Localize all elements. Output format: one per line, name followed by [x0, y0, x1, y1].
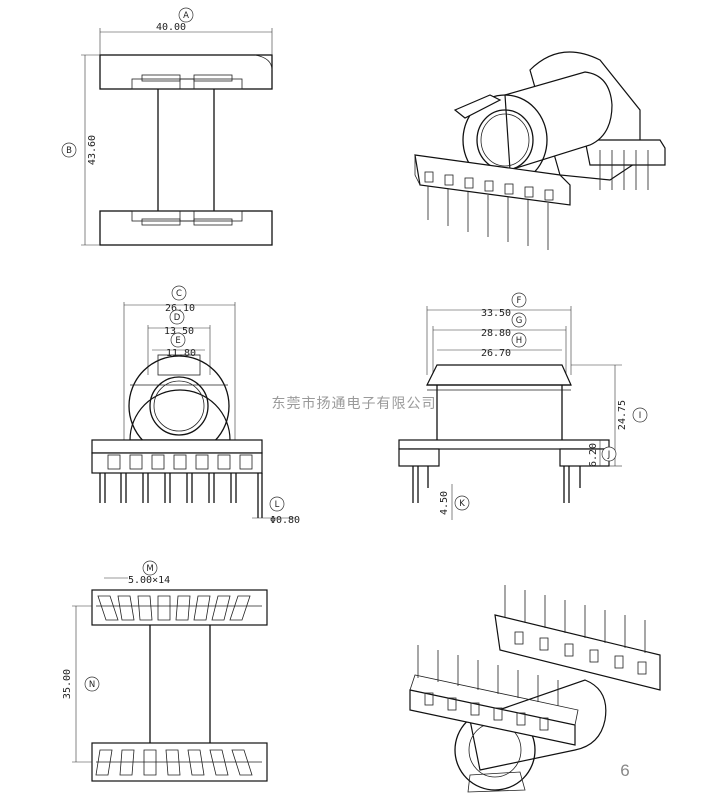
- bottom-slot-tab-right: [193, 218, 233, 226]
- dim-m-value: 5.00×14: [128, 575, 170, 586]
- label-k-bubble: [454, 495, 470, 511]
- bottom-bottom-rail-slots: [95, 749, 262, 776]
- dim-i-value: 24.75: [617, 400, 628, 430]
- label-m-bubble: [142, 560, 158, 576]
- label-j: J: [607, 450, 611, 460]
- label-f-bubble: [511, 292, 527, 308]
- iso-back-rail: [494, 614, 661, 691]
- dim-b-value: 43.60: [87, 135, 98, 165]
- dim-c-value: 26.10: [165, 303, 195, 314]
- end-rail-lower: [91, 452, 263, 474]
- back-pins: [599, 150, 649, 190]
- view-side-right: 33.50 F 28.80 G 26.70 H 2: [398, 292, 648, 520]
- label-d: D: [174, 313, 181, 323]
- back-rail: [584, 139, 666, 166]
- bottom-top-rail-slots: [96, 595, 262, 621]
- bottom-slot-tab-left: [141, 218, 181, 226]
- top-slot-tab-left: [141, 74, 181, 82]
- side-base: [398, 439, 610, 450]
- end-core-hole: [149, 376, 209, 436]
- front-clip: [453, 94, 502, 119]
- iso-back-pins: [504, 585, 646, 653]
- label-n-bubble: [84, 676, 100, 692]
- label-a: A: [183, 11, 189, 21]
- label-l-bubble: [269, 496, 285, 512]
- front-rail: [414, 154, 571, 206]
- label-i-bubble: [632, 407, 648, 423]
- top-slot: [131, 78, 243, 90]
- front-rail-slots: [424, 171, 554, 201]
- iso-bottom-tab: [467, 771, 526, 793]
- label-g-bubble: [511, 312, 527, 328]
- dim-n-value: 35.00: [62, 669, 73, 699]
- label-j-bubble: [601, 446, 617, 462]
- label-k: K: [459, 499, 465, 509]
- label-a-bubble: [178, 7, 194, 23]
- label-c-bubble: [171, 285, 187, 301]
- iso-front-slots: [424, 692, 549, 731]
- label-h-bubble: [511, 332, 527, 348]
- bottom-flange: [99, 210, 273, 246]
- label-l: L: [275, 500, 280, 510]
- dim-e-value: 11.80: [166, 348, 196, 359]
- dim-j-value: 6.20: [588, 443, 599, 467]
- dim-a-value: 40.00: [156, 22, 186, 33]
- dim-h-value: 26.70: [481, 348, 511, 359]
- label-n: N: [89, 680, 95, 690]
- flange-corner: [254, 54, 273, 71]
- end-rail-slots: [107, 454, 253, 470]
- dim-f-value: 33.50: [481, 308, 511, 319]
- side-base-right: [559, 448, 610, 467]
- label-f: F: [517, 296, 522, 306]
- side-top-flange: [426, 364, 572, 386]
- top-slot-center: [179, 78, 195, 90]
- view-isometric-top: [414, 51, 666, 250]
- end-flange-arc: [129, 389, 231, 441]
- dim-d-value: 13.50: [164, 326, 194, 337]
- coil-cylinder: [504, 71, 613, 171]
- label-e-bubble: [170, 332, 186, 348]
- view-bottom-left: M 5.00×14 35.00 N: [62, 560, 268, 782]
- view-end-left: 26.10 C 13.50 D 11.80 E: [91, 285, 300, 526]
- top-slot-tab-right: [193, 74, 233, 82]
- bottom-slot: [131, 210, 243, 222]
- front-pins: [427, 186, 549, 250]
- label-c: C: [176, 289, 182, 299]
- view-isometric-bottom: [409, 585, 661, 793]
- iso-front-pins: [417, 645, 559, 706]
- iso-back-slots: [514, 631, 647, 675]
- bottom-slot-center: [179, 210, 195, 222]
- label-i: I: [639, 411, 642, 421]
- label-b: B: [66, 146, 72, 156]
- label-g: G: [516, 316, 523, 326]
- label-e: E: [175, 336, 180, 346]
- page-number: 6: [620, 761, 629, 780]
- label-m: M: [146, 564, 153, 574]
- label-d-bubble: [169, 309, 185, 325]
- end-pins: [99, 473, 263, 518]
- company-watermark: 东莞市扬通电子有限公司: [272, 395, 437, 412]
- end-rail: [91, 439, 263, 454]
- side-base-left: [398, 448, 440, 467]
- top-flange: [99, 54, 273, 90]
- side-pins: [412, 466, 581, 503]
- dim-l-value: Φ0.80: [270, 515, 300, 526]
- dim-k-value: 4.50: [439, 491, 450, 515]
- label-h: H: [516, 336, 522, 346]
- end-top-notch: [157, 354, 201, 376]
- label-b-bubble: [61, 142, 77, 158]
- view-front-top: 40.00 A 43.60 B: [61, 7, 273, 246]
- dim-g-value: 28.80: [481, 328, 511, 339]
